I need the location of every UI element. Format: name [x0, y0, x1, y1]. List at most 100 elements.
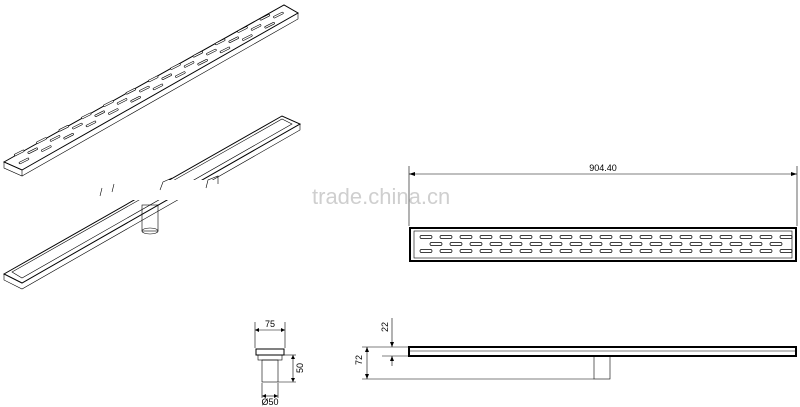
grate-slot: [519, 249, 533, 253]
grate-slot: [449, 242, 463, 246]
dimension-outlet-diameter: Ø50: [261, 397, 278, 407]
dimension-grate-height: 22: [380, 322, 390, 332]
grate-slot-inner: [86, 121, 96, 127]
grate-slot: [679, 235, 693, 239]
grate-slot-inner: [198, 59, 208, 65]
grate-slot: [459, 235, 473, 239]
grate-slot: [749, 242, 763, 246]
grate-slot: [599, 249, 613, 253]
grate-slot-inner: [175, 71, 185, 78]
side-view: 22 72: [354, 318, 797, 380]
grate-slot: [639, 235, 653, 239]
grate-slot-inner: [237, 26, 248, 33]
grate-slot-inner: [59, 125, 69, 131]
grate-slot-inner: [251, 24, 261, 31]
grate-slot-inner: [170, 63, 181, 70]
grate-slot: [769, 242, 783, 246]
grate-slot-inner: [36, 137, 47, 144]
grate-slot-inner: [131, 96, 141, 102]
grate-slot: [649, 242, 663, 246]
grate-slot: [679, 249, 693, 253]
grate-slot: [589, 242, 603, 246]
grate-slot-inner: [103, 100, 114, 107]
isometric-channel: [2, 115, 302, 290]
grate-slot: [509, 242, 523, 246]
grate-slot-inner: [242, 34, 252, 41]
grate-slot: [549, 242, 563, 246]
grate-slot: [599, 235, 613, 239]
grate-slot: [739, 235, 753, 239]
grate-slot-inner: [162, 74, 172, 80]
grate-slot: [639, 249, 653, 253]
grate-slot: [689, 242, 703, 246]
grate-slot: [559, 235, 573, 239]
grate-slot: [619, 235, 633, 239]
grate-slot: [429, 242, 443, 246]
grate-slot-pattern: [13, 11, 284, 165]
grate-slot: [629, 242, 643, 246]
grate-slot-inner: [64, 133, 74, 139]
grate-slot-inner: [28, 148, 38, 154]
watermark-text: trade.china.cn: [312, 184, 450, 209]
grate-slot: [619, 249, 633, 253]
grate-slot-inner: [108, 108, 118, 115]
grate-slot-inner: [50, 135, 60, 142]
grate-slot: [469, 242, 483, 246]
grate-slot-inner: [126, 88, 136, 94]
grate-slot: [569, 242, 583, 246]
dimension-width: 75: [265, 319, 275, 329]
grate-slot: [699, 235, 713, 239]
grate-slot: [609, 242, 623, 246]
grate-slot: [439, 235, 453, 239]
grate-slot-inner: [273, 12, 284, 18]
grate-slot-inner: [139, 86, 150, 92]
grate-slot-inner: [260, 14, 270, 20]
grate-slot: [669, 242, 683, 246]
grate-slot: [759, 249, 773, 253]
grate-slot: [519, 235, 533, 239]
grate-slot: [559, 249, 573, 253]
grate-slot-inner: [265, 22, 275, 28]
grate-slot: [719, 235, 733, 239]
grate-slot-inner: [229, 37, 239, 43]
grate-slot: [659, 249, 673, 253]
grate-slot: [779, 235, 793, 239]
grate-slot-inner: [72, 123, 83, 129]
grate-slot-inner: [184, 61, 194, 68]
grate-slot: [419, 249, 433, 253]
grate-slot: [479, 235, 493, 239]
grate-slot-inner: [41, 145, 51, 152]
grate-slot: [729, 242, 743, 246]
grate-slot: [739, 249, 753, 253]
grate-slot-inner: [14, 150, 24, 156]
grate-slot: [579, 235, 593, 239]
dimension-body-height: 50: [295, 363, 305, 373]
grate-slot-inner: [95, 111, 105, 117]
grate-slot: [499, 249, 513, 253]
grate-slot-inner: [193, 51, 203, 57]
grate-slot: [699, 249, 713, 253]
grate-slot: [499, 235, 513, 239]
grate-slot-inner: [206, 49, 217, 55]
grate-slot: [719, 249, 733, 253]
grate-slot: [529, 242, 543, 246]
grate-slot: [479, 249, 493, 253]
grate-slot: [489, 242, 503, 246]
grate-slot-inner: [148, 76, 158, 82]
grate-slot: [709, 242, 723, 246]
isometric-grate: [2, 4, 300, 177]
grate-slot: [459, 249, 473, 253]
grate-slot: [539, 235, 553, 239]
plan-slot-pattern: [419, 235, 793, 253]
grate-slot: [779, 249, 793, 253]
grate-slot: [759, 235, 773, 239]
grate-slot-inner: [153, 84, 163, 90]
dimension-overall-length: 904.40: [589, 163, 617, 173]
plan-view: 904.40: [408, 163, 798, 262]
grate-slot-inner: [215, 39, 225, 45]
grate-slot: [419, 235, 433, 239]
dimension-total-height: 72: [354, 355, 364, 365]
grate-slot: [539, 249, 553, 253]
grate-slot: [659, 235, 673, 239]
